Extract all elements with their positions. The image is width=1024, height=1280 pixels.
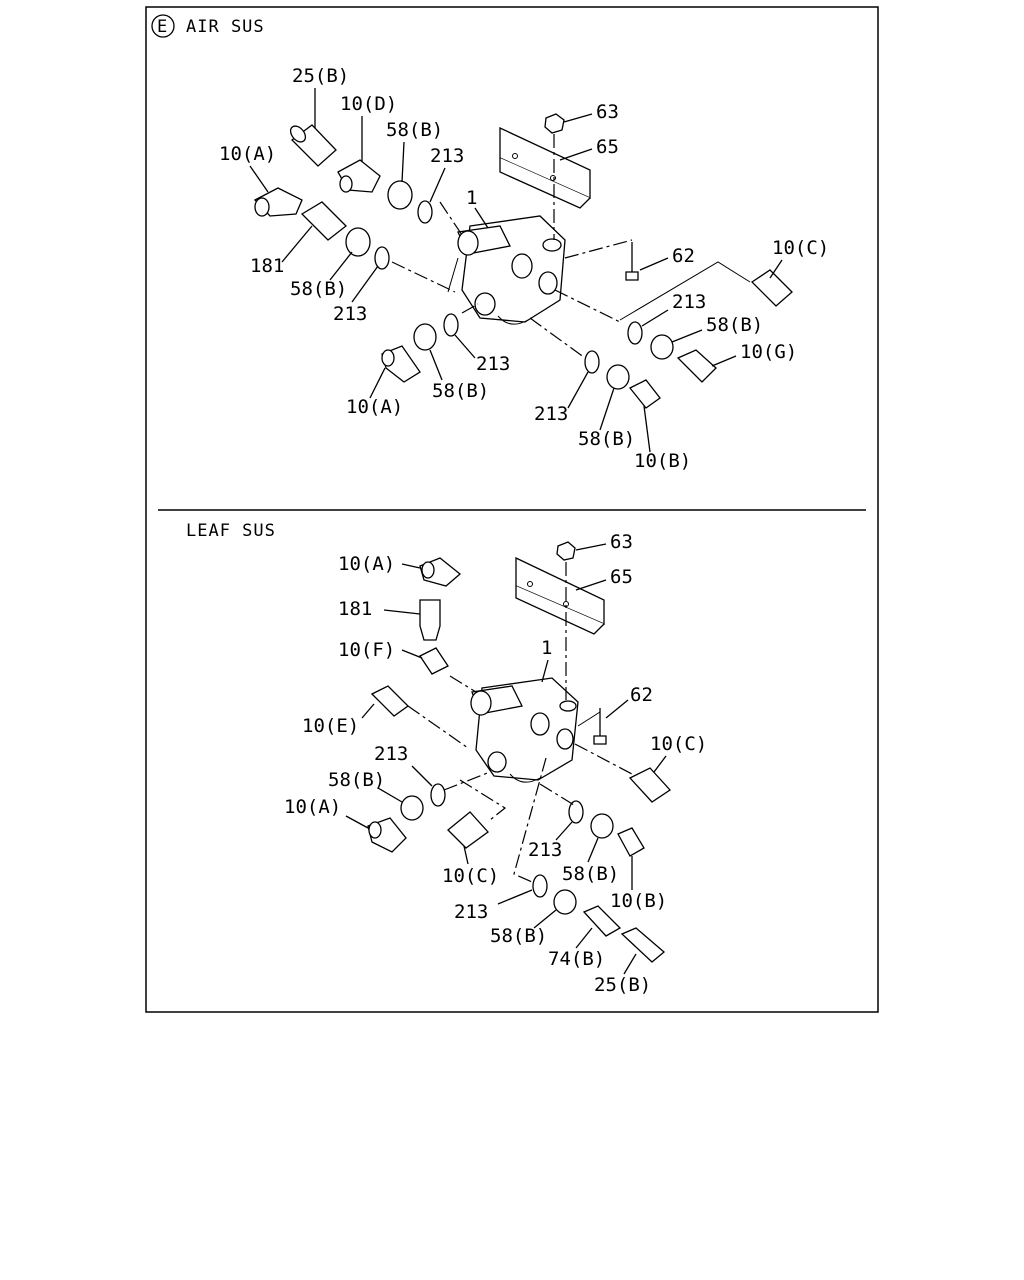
air-sus-title: AIR SUS <box>186 17 265 37</box>
fitting-10d-air <box>337 159 381 193</box>
oring-213-air-2 <box>374 246 390 270</box>
oring-213-air-1 <box>417 200 433 224</box>
seal-58b-air-3 <box>413 323 437 351</box>
label-181-leaf: 181 <box>338 598 372 620</box>
oring-213-leaf-1 <box>430 783 446 807</box>
sensor-25b-air <box>289 124 337 167</box>
label-213-air-top: 213 <box>430 145 464 167</box>
fitting-10e-leaf <box>370 685 410 717</box>
seal-58b-leaf-1 <box>400 795 424 821</box>
label-10a-air-bottom: 10(A) <box>346 396 403 418</box>
label-62-leaf: 62 <box>630 684 653 706</box>
label-63-air: 63 <box>596 101 619 123</box>
air-sus-parts <box>253 113 793 409</box>
diagram-frame <box>145 6 879 1013</box>
bracket-leaf <box>515 556 605 635</box>
label-58b-air-left: 58(B) <box>290 278 347 300</box>
seal-58b-air-5 <box>606 364 630 390</box>
fitting-10a-air-lower <box>381 345 421 383</box>
label-213-air-right: 213 <box>672 291 706 313</box>
nut-air <box>544 113 565 134</box>
label-213-air-bottom: 213 <box>534 403 568 425</box>
oring-213-air-3 <box>443 313 459 337</box>
label-58b-air-center: 58(B) <box>432 380 489 402</box>
fitting-10b-air <box>628 379 661 409</box>
label-10c-leaf-lower: 10(C) <box>442 865 499 887</box>
label-58b-air-bottom: 58(B) <box>578 428 635 450</box>
label-181-air: 181 <box>250 255 284 277</box>
spacer-181-air <box>300 201 347 241</box>
adapter-74b-leaf <box>582 905 622 937</box>
valve-body-leaf <box>470 677 579 783</box>
bolt-leaf <box>593 708 607 745</box>
label-213-leaf-2: 213 <box>528 839 562 861</box>
section-badge-letter: E <box>157 17 168 37</box>
label-58b-leaf-1: 58(B) <box>328 769 385 791</box>
fitting-10b-leaf <box>617 827 645 857</box>
label-10a-leaf-top: 10(A) <box>338 553 395 575</box>
label-1-air: 1 <box>466 187 477 209</box>
label-58b-leaf-2: 58(B) <box>562 863 619 885</box>
valve-body-air <box>457 215 566 325</box>
oring-213-leaf-3 <box>532 874 548 898</box>
label-10a-leaf-bottom: 10(A) <box>284 796 341 818</box>
label-10e-leaf: 10(E) <box>302 715 359 737</box>
label-62-air: 62 <box>672 245 695 267</box>
fitting-10a-leaf-upper <box>419 557 462 587</box>
label-25b-air: 25(B) <box>292 65 349 87</box>
fitting-10c-leaf-lower <box>447 811 489 849</box>
label-10a-air-top: 10(A) <box>219 143 276 165</box>
leaf-sus-callouts: 63 65 10(A) 181 10(F) 1 62 10(E) 10(C) 2… <box>284 531 707 996</box>
label-10c-leaf-right: 10(C) <box>650 733 707 755</box>
fitting-10a-leaf-lower <box>367 817 407 853</box>
label-74b-leaf: 74(B) <box>548 948 605 970</box>
seal-58b-air-2 <box>345 227 371 257</box>
label-63-leaf: 63 <box>610 531 633 553</box>
fitting-10c-air <box>750 269 793 307</box>
bracket-air <box>499 126 591 209</box>
air-sus-callouts: 25(B) 10(D) 58(B) 213 63 65 10(A) 1 181 … <box>219 65 829 472</box>
fitting-10g-air <box>676 349 717 383</box>
fitting-10c-leaf-right <box>628 767 671 803</box>
seal-58b-air-4 <box>650 334 674 360</box>
oring-213-air-5 <box>584 350 600 374</box>
air-sus-header: E AIR SUS <box>151 14 265 38</box>
oring-213-air-4 <box>627 321 643 345</box>
label-65-leaf: 65 <box>610 566 633 588</box>
label-213-air-left: 213 <box>333 303 367 325</box>
label-25b-leaf: 25(B) <box>594 974 651 996</box>
fitting-10a-air-upper <box>253 187 303 217</box>
bolt-air <box>564 239 639 281</box>
leaf-sus-parts <box>367 541 671 963</box>
label-213-leaf-3: 213 <box>454 901 488 923</box>
label-213-air-center: 213 <box>476 353 510 375</box>
section-badge-circle <box>151 14 175 38</box>
label-58b-air-top: 58(B) <box>386 119 443 141</box>
label-58b-leaf-3: 58(B) <box>490 925 547 947</box>
spacer-181-leaf <box>419 599 441 641</box>
label-65-air: 65 <box>596 136 619 158</box>
label-10b-leaf: 10(B) <box>610 890 667 912</box>
label-10g-air: 10(G) <box>740 341 797 363</box>
label-213-leaf-1: 213 <box>374 743 408 765</box>
sensor-25b-leaf <box>620 927 666 963</box>
label-10f-leaf: 10(F) <box>338 639 395 661</box>
seal-58b-leaf-3 <box>553 889 577 915</box>
label-10d-air: 10(D) <box>340 93 397 115</box>
label-10b-air: 10(B) <box>634 450 691 472</box>
fitting-10f-leaf <box>419 647 449 675</box>
oring-213-leaf-2 <box>568 800 584 824</box>
label-1-leaf: 1 <box>541 637 552 659</box>
seal-58b-leaf-2 <box>590 813 614 839</box>
label-10c-air: 10(C) <box>772 237 829 259</box>
leaf-sus-title: LEAF SUS <box>186 521 276 541</box>
nut-leaf <box>556 541 576 561</box>
seal-58b-air-1 <box>387 180 413 210</box>
label-58b-air-right: 58(B) <box>706 314 763 336</box>
